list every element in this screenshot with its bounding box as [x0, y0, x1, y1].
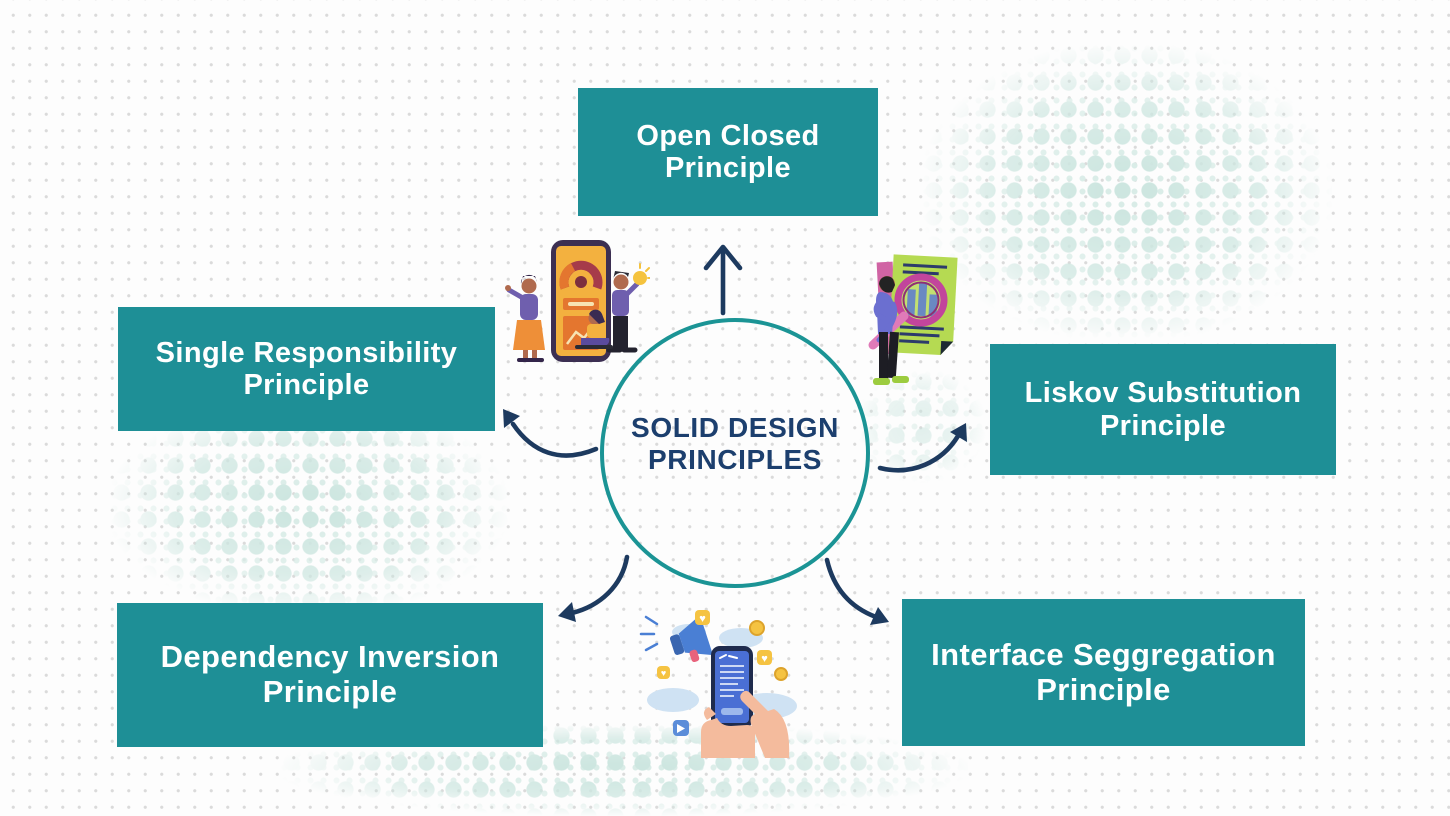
document-magnifier-illustration: [868, 254, 958, 385]
principle-label: Open Closed Principle: [636, 120, 819, 185]
principle-box-interface-seggregation: Interface Seggregation Principle: [902, 599, 1305, 746]
megaphone-icon: [669, 615, 714, 663]
principle-label-line1: Liskov Substitution: [1024, 377, 1302, 410]
principle-box-single-responsibility: Single Responsibility Principle: [118, 307, 495, 431]
principle-label: Single Responsibility Principle: [156, 337, 458, 402]
principle-label: Dependency Inversion Principle: [161, 640, 500, 709]
principle-box-open-closed: Open Closed Principle: [578, 88, 878, 216]
principle-box-liskov-substitution: Liskov Substitution Principle: [990, 344, 1336, 475]
principle-label-line1: Interface Seggregation: [931, 636, 1276, 672]
principle-box-dependency-inversion: Dependency Inversion Principle: [117, 603, 543, 747]
principle-label: Interface Seggregation Principle: [931, 636, 1276, 707]
principle-label-line1: Single Responsibility: [155, 336, 458, 369]
team-analytics-illustration: [505, 240, 650, 362]
center-title-line2: PRINCIPLES: [647, 444, 822, 475]
principle-label-line1: Open Closed: [636, 119, 820, 152]
principle-label-line2: Principle: [243, 369, 370, 401]
principle-label-line2: Principle: [1099, 409, 1227, 442]
arrow-to-dependency-inversion: [569, 554, 630, 616]
arrow-to-interface-seggregation: [824, 557, 879, 620]
arrow-to-single-responsibility: [510, 421, 599, 458]
svg-text:♥: ♥: [661, 668, 666, 678]
principle-label-line2: Principle: [1036, 671, 1171, 707]
hands-phone-social-illustration: ♥ ♥ ♥: [639, 610, 797, 758]
principle-label-line2: Principle: [262, 674, 398, 709]
arrowhead-dependency-inversion: [558, 602, 576, 622]
principle-label: Liskov Substitution Principle: [1025, 377, 1302, 442]
principle-label-line1: Dependency Inversion: [160, 639, 500, 675]
arrow-to-open-closed-head: [703, 244, 743, 271]
center-title: SOLID DESIGN PRINCIPLES: [631, 412, 839, 494]
arrowhead-interface-seggregation: [870, 607, 889, 625]
arrow-to-liskov: [877, 433, 961, 473]
center-title-line1: SOLID DESIGN: [631, 411, 839, 443]
principle-label-line2: Principle: [664, 152, 792, 184]
svg-text:♥: ♥: [761, 653, 768, 665]
svg-text:♥: ♥: [699, 613, 706, 625]
